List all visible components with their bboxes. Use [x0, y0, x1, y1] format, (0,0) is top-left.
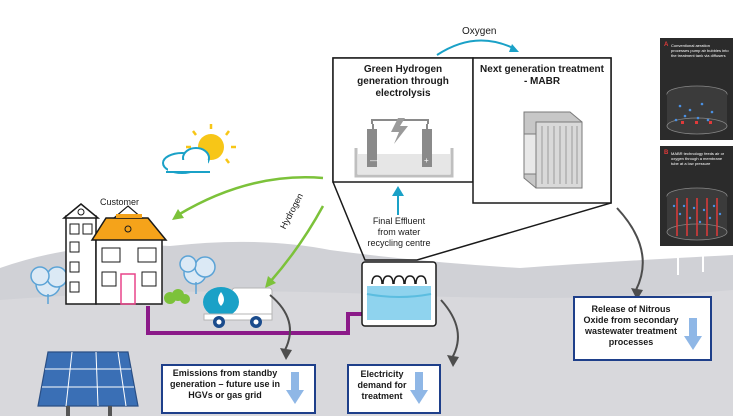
nitrous-callout-text: Release of Nitrous Oxide from secondary … — [583, 304, 679, 347]
customer-label: Customer — [100, 197, 140, 207]
cloud-icon — [162, 147, 210, 174]
panel-a-letter: A — [664, 42, 669, 48]
mabr-module-icon — [523, 111, 583, 189]
solar-panel-icon — [37, 351, 139, 416]
purple-pipe — [146, 306, 364, 335]
hydrogen-arrow — [269, 205, 325, 283]
electricity-callout-box — [347, 364, 441, 414]
panel-b-text: MABR technology feeds air or oxygen thro… — [671, 151, 725, 166]
panel-b-letter: B — [664, 150, 669, 156]
oxygen-arrow — [436, 39, 514, 56]
green-arrow-to-customer — [177, 176, 324, 217]
green-hydrogen-title: Green Hydrogen generation through electr… — [357, 64, 449, 99]
grey-arrows — [269, 207, 644, 359]
svg-text:—: — — [370, 156, 378, 165]
house-icon — [61, 203, 168, 305]
tank-icon — [361, 261, 437, 327]
emissions-callout-text: Emissions from standby generation – futu… — [169, 368, 281, 400]
down-arrow-icon — [286, 318, 702, 404]
electricity-callout-text: Electricity demand for treatment — [357, 369, 407, 401]
panel-b — [660, 146, 733, 246]
nitrous-callout-box — [573, 296, 712, 361]
panel-a-text: Conventional aeration processes pump air… — [671, 43, 729, 58]
panel-a — [660, 38, 733, 140]
tree-icon — [30, 255, 216, 304]
svg-text:+: + — [424, 156, 429, 165]
mabr-title: Next generation treatment - MABR — [480, 64, 604, 87]
truck-icon — [203, 287, 273, 328]
final-effluent-label: Final Effluent from water recycling cent… — [363, 216, 435, 249]
emissions-callout-box — [161, 364, 316, 414]
oxygen-label: Oxygen — [462, 26, 497, 37]
bush-icon — [164, 289, 190, 304]
wind-turbine-icon — [677, 248, 704, 275]
electrolysis-icon: — + — [354, 118, 454, 178]
